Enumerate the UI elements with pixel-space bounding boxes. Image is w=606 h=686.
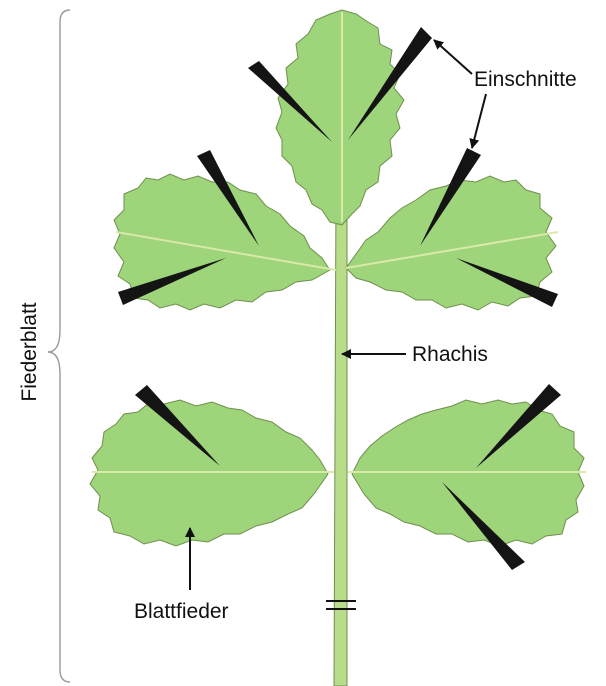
fiederblatt-label: Fiederblatt (18, 302, 41, 401)
blattfieder-label: Blattfieder (134, 600, 229, 623)
leaf-brace (48, 10, 70, 682)
rachis (334, 190, 347, 686)
terminal-leaflet (276, 10, 404, 225)
einschnitte-arrow-lower (472, 94, 486, 148)
einschnitte-arrow-upper (434, 40, 472, 74)
einschnitte-label: Einschnitte (474, 68, 577, 91)
rhachis-label: Rhachis (412, 343, 488, 366)
